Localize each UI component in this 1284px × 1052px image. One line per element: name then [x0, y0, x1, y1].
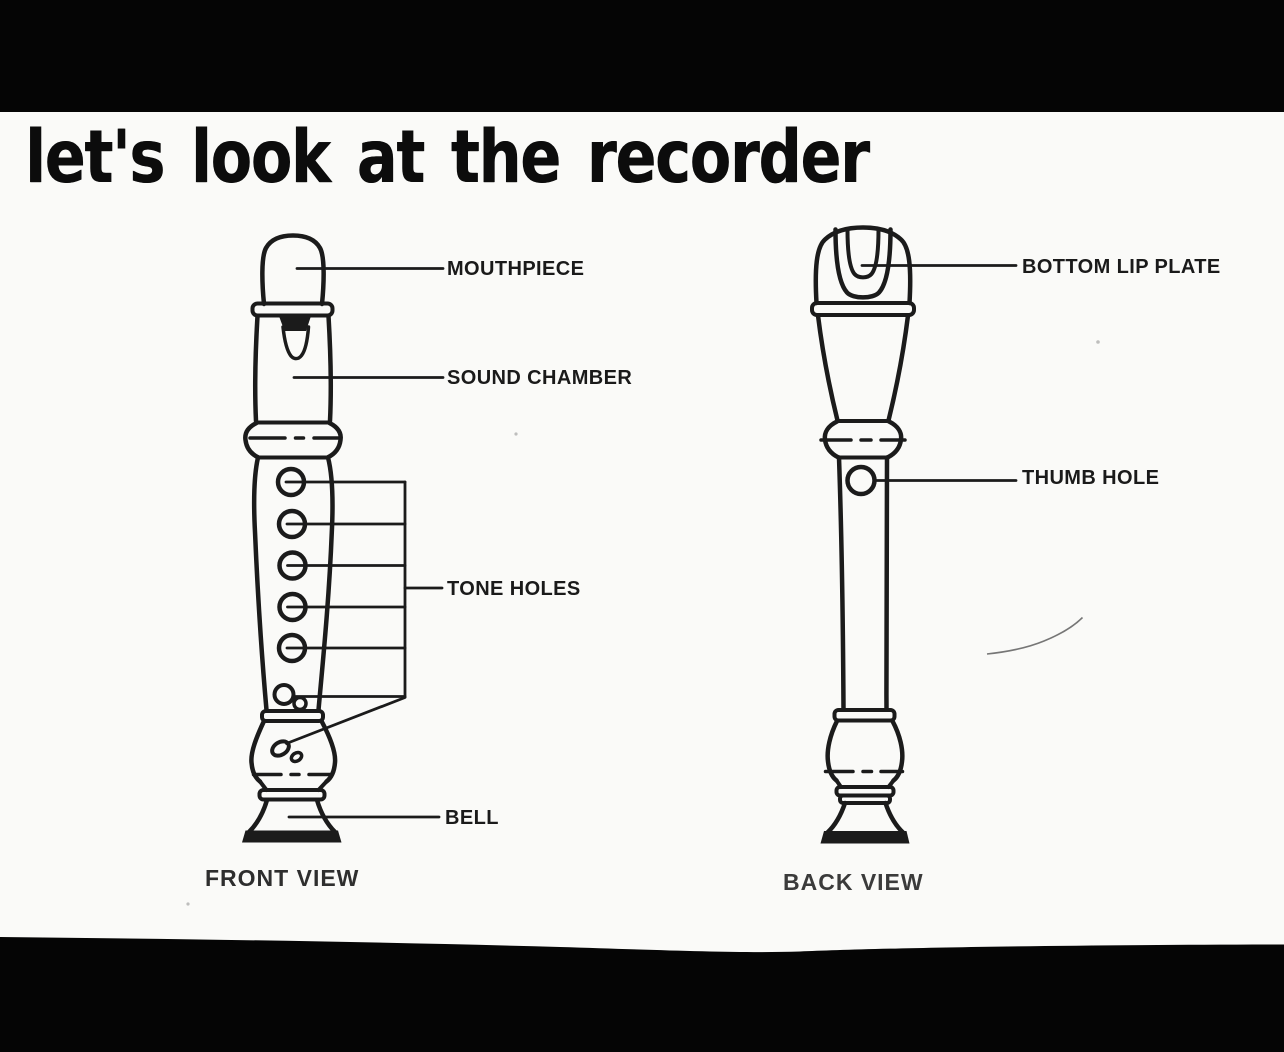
scan-border-top — [0, 0, 1284, 112]
double-hole-small — [292, 695, 308, 712]
front-mouthpiece-outline — [260, 233, 326, 307]
label-sound-chamber: SOUND CHAMBER — [447, 367, 633, 389]
foot-hole-small — [289, 750, 304, 764]
front-foot-joint-ring — [260, 709, 325, 723]
thumb-hole-circle — [845, 464, 877, 497]
back-bell-outline — [825, 800, 848, 835]
back-leader-lines — [860, 264, 1018, 482]
front-head-bead-ring — [250, 301, 335, 318]
label-mouthpiece: MOUTHPIECE — [447, 258, 585, 280]
back-mouthpiece-outline — [813, 225, 913, 306]
scan-border-bottom — [0, 937, 1284, 1052]
double-hole-large — [272, 683, 296, 706]
front-view-caption: FRONT VIEW — [205, 865, 360, 891]
window-opening — [279, 317, 311, 331]
window-ramp-outline — [281, 325, 311, 361]
front-leader-lines — [284, 267, 445, 819]
back-bell-rim — [820, 831, 910, 844]
back-foot-joint-ring — [832, 708, 897, 723]
back-recorder-drawing — [810, 225, 916, 844]
label-tone-holes: TONE HOLES — [447, 578, 581, 600]
foot-holes-diagonal-leader — [285, 696, 407, 745]
front-bell-rim — [242, 830, 342, 843]
lip-plate-inner-curve — [845, 227, 881, 280]
lip-plate-outer-curve — [833, 227, 893, 300]
front-recorder-drawing — [242, 233, 343, 843]
front-bell-step-ring — [257, 788, 327, 802]
page-title: let's look at the recorder — [25, 114, 870, 201]
paper-crease-mark — [986, 616, 1084, 655]
back-bell-step-ring-2 — [838, 793, 892, 805]
label-thumb-hole: THUMB HOLE — [1022, 467, 1160, 489]
label-bell: BELL — [445, 807, 499, 829]
label-bottom-lip-plate: BOTTOM LIP PLATE — [1022, 256, 1221, 278]
front-bell-outline — [246, 797, 270, 835]
back-head-bead-ring — [810, 301, 916, 317]
back-view-caption: BACK VIEW — [783, 869, 924, 895]
